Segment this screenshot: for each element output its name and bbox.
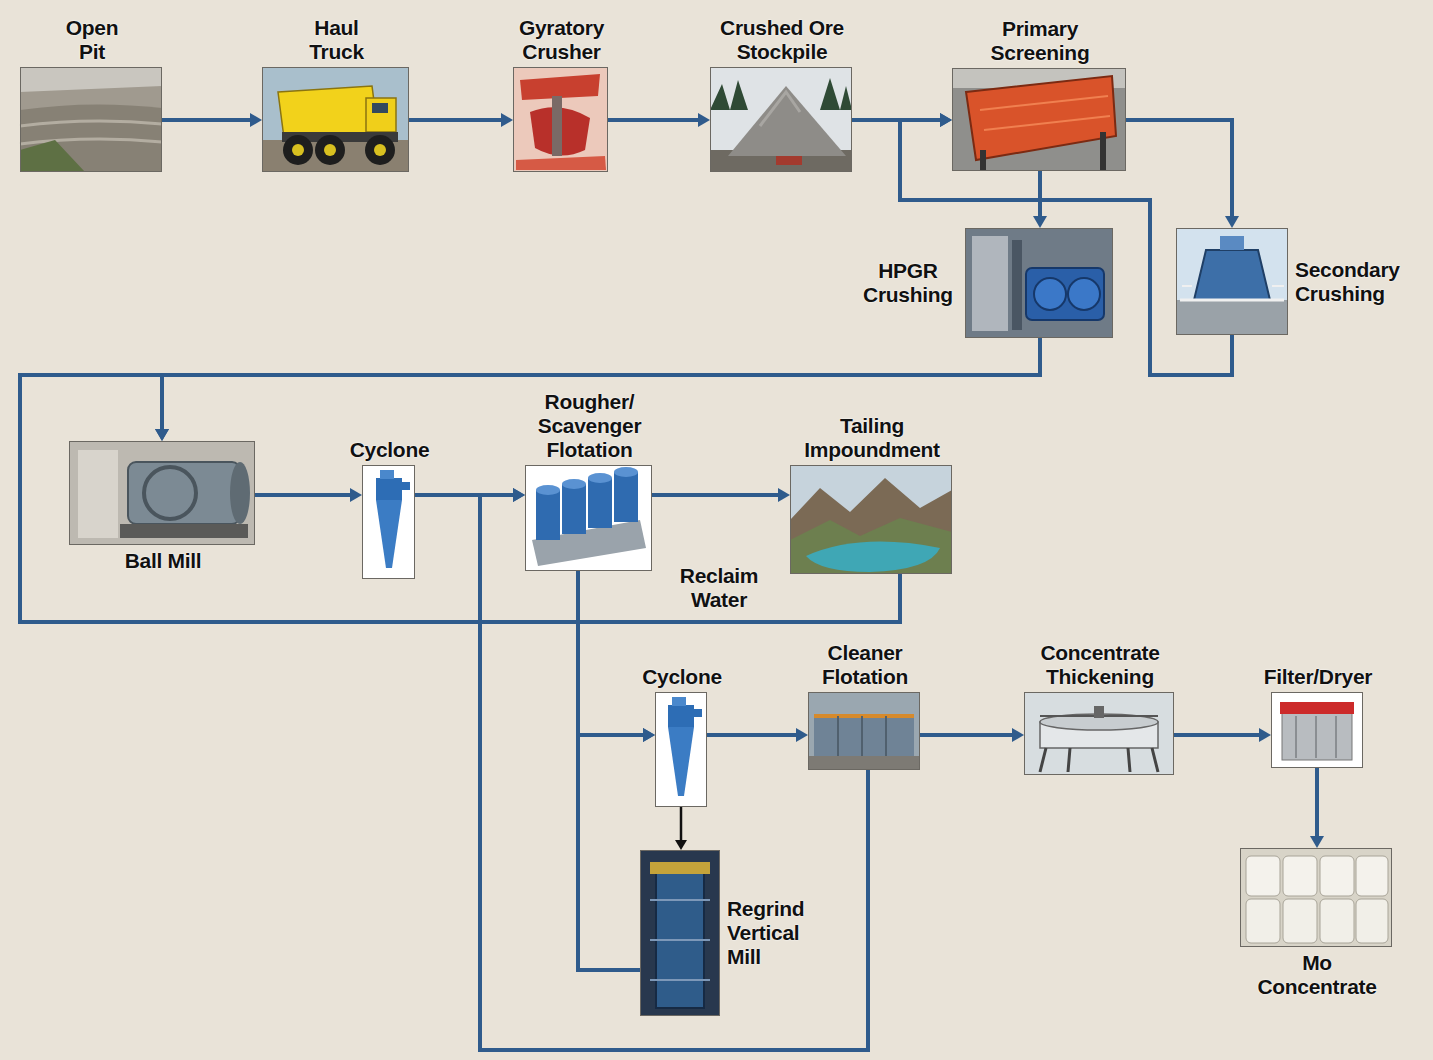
process-step: Ball Mill — [69, 441, 255, 545]
step-label: Open Pit — [52, 16, 132, 64]
flow-arrow — [162, 118, 250, 122]
step-label: Rougher/ Scavenger Flotation — [525, 390, 655, 462]
ball-mill-picture — [69, 441, 255, 545]
flow-arrow — [20, 375, 900, 622]
step-label: Filter/Dryer — [1238, 665, 1398, 689]
process-step: Tailing Impoundment — [790, 465, 952, 574]
process-step: Open Pit — [20, 67, 162, 172]
gyratory-crusher-picture — [513, 67, 608, 172]
flow-arrow — [480, 495, 868, 1050]
vertical-mill-picture — [640, 850, 720, 1016]
stockpile-picture — [710, 67, 852, 172]
step-label-group: Cleaner Flotation — [810, 641, 920, 689]
step-label: Crushed Ore Stockpile — [707, 16, 857, 64]
step-label: Concentrate Thickening — [1025, 641, 1175, 689]
flow-arrow — [578, 571, 643, 735]
process-step: Crushed Ore Stockpile — [710, 67, 852, 172]
step-label-group: Regrind Vertical Mill — [727, 897, 827, 969]
flow-arrow — [578, 735, 643, 970]
step-label: HPGR Crushing — [858, 259, 958, 307]
process-step: Primary Screening — [952, 68, 1126, 171]
step-label: Gyratory Crusher — [507, 16, 617, 64]
concentrate-bags-picture — [1240, 848, 1392, 947]
step-label-group: Gyratory Crusher — [507, 16, 617, 64]
process-step: Filter/Dryer — [1271, 692, 1363, 768]
process-step: Haul Truck — [262, 67, 409, 172]
step-label: Cyclone — [627, 665, 737, 689]
step-label-group: Haul Truck — [297, 16, 377, 64]
process-step: Mo Concentrate — [1240, 848, 1392, 947]
process-step: Gyratory Crusher — [513, 67, 608, 172]
tailing-pond-picture — [790, 465, 952, 574]
step-label-group: Concentrate Thickening — [1025, 641, 1175, 689]
step-label: Cyclone — [335, 438, 445, 462]
process-step: Cyclone — [655, 692, 707, 807]
cone-crusher-picture — [1176, 228, 1288, 335]
step-label: Haul Truck — [297, 16, 377, 64]
process-step: Cleaner Flotation — [808, 692, 920, 770]
flow-arrow — [900, 120, 1232, 375]
screen-picture — [952, 68, 1126, 171]
step-label: Ball Mill — [73, 549, 253, 573]
flow-arrow — [920, 733, 1012, 737]
process-step: Cyclone — [362, 465, 415, 579]
haul-truck-picture — [262, 67, 409, 172]
step-label-group: Tailing Impoundment — [787, 414, 957, 462]
process-step: Rougher/ Scavenger Flotation — [525, 465, 652, 571]
process-step: HPGR Crushing — [965, 228, 1113, 338]
flow-arrow — [1038, 171, 1042, 216]
step-label-group: Crushed Ore Stockpile — [707, 16, 857, 64]
step-label: Regrind Vertical Mill — [727, 897, 827, 969]
cyclone-picture — [362, 465, 415, 579]
flow-arrow — [608, 118, 698, 122]
filter-dryer-picture — [1271, 692, 1363, 768]
open-pit-picture — [20, 67, 162, 172]
flow-arrow — [1315, 768, 1319, 836]
flow-arrow — [1174, 733, 1259, 737]
cleaner-cells-picture — [808, 692, 920, 770]
step-label: Mo Concentrate — [1247, 951, 1387, 999]
hpgr-picture — [965, 228, 1113, 338]
edge-label: Reclaim Water — [667, 564, 771, 612]
step-label-group: Open Pit — [52, 16, 132, 64]
flow-arrow — [255, 493, 350, 497]
step-label-group: Mo Concentrate — [1247, 951, 1387, 999]
step-label-group: Rougher/ Scavenger Flotation — [525, 390, 655, 462]
step-label: Cleaner Flotation — [810, 641, 920, 689]
step-label: Primary Screening — [975, 17, 1105, 65]
step-label: Tailing Impoundment — [787, 414, 957, 462]
step-label-group: Filter/Dryer — [1238, 665, 1398, 689]
thickener-picture — [1024, 692, 1174, 775]
flow-arrow — [707, 733, 796, 737]
step-label-group: Cyclone — [335, 438, 445, 462]
step-label: Secondary Crushing — [1295, 258, 1415, 306]
flow-arrow — [409, 118, 501, 122]
step-label-group: Primary Screening — [975, 17, 1105, 65]
process-step: Secondary Crushing — [1176, 228, 1288, 335]
flow-arrow — [680, 807, 683, 840]
process-step: Regrind Vertical Mill — [640, 850, 720, 1016]
step-label-group: Ball Mill — [73, 549, 253, 573]
step-label-group: Cyclone — [627, 665, 737, 689]
step-label-group: HPGR Crushing — [858, 259, 958, 307]
flotation-cells-picture — [525, 465, 652, 571]
cyclone-picture — [655, 692, 707, 807]
process-step: Concentrate Thickening — [1024, 692, 1174, 775]
flow-arrow — [652, 493, 778, 497]
step-label-group: Secondary Crushing — [1295, 258, 1415, 306]
